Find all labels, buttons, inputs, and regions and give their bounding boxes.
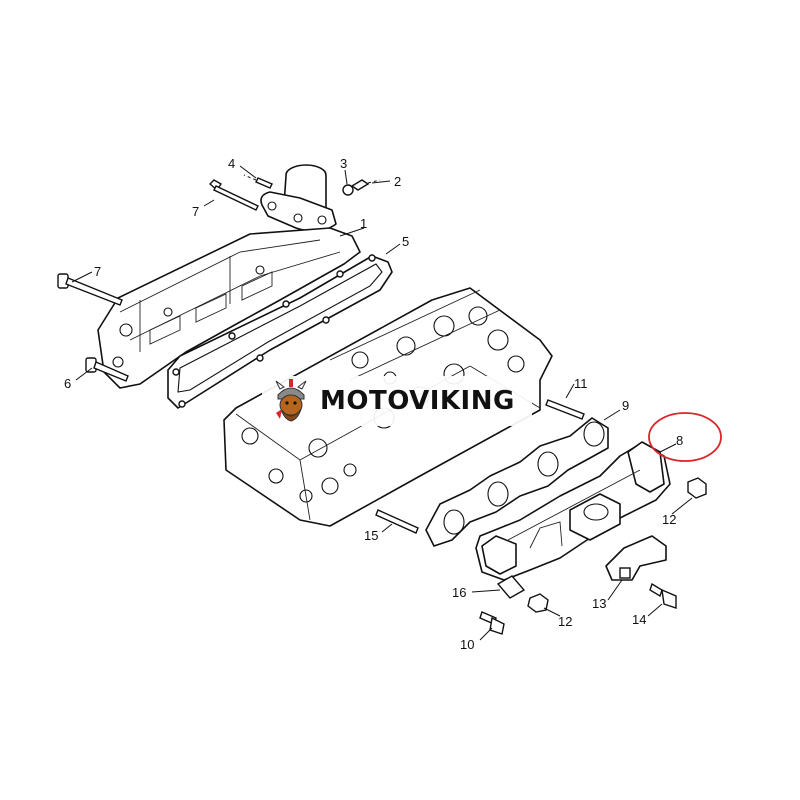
exhaust-manifold-8 xyxy=(475,441,671,581)
stud-11 xyxy=(545,399,585,420)
callout-8: 8 xyxy=(676,433,683,448)
nut-12-lower xyxy=(527,593,549,613)
stud-15 xyxy=(375,509,419,534)
spacer-16 xyxy=(496,575,526,599)
brand-watermark: MOTOVIKING xyxy=(262,376,532,426)
callout-13: 13 xyxy=(592,596,606,611)
gasket-5 xyxy=(167,254,393,409)
heat-shield-13 xyxy=(605,535,667,581)
bolt-10 xyxy=(479,611,505,635)
callout-15: 15 xyxy=(364,528,378,543)
exhaust-gasket-9 xyxy=(425,417,609,547)
viking-head-icon xyxy=(275,379,307,422)
callout-16: 16 xyxy=(452,585,466,600)
callout-10: 10 xyxy=(460,637,474,652)
highlight-circle xyxy=(648,412,722,462)
callout-11: 11 xyxy=(574,376,588,391)
callout-5: 5 xyxy=(402,234,409,249)
callout-1: 1 xyxy=(360,216,367,231)
small-fittings xyxy=(243,174,381,196)
callout-3: 3 xyxy=(340,156,347,171)
callout-14: 14 xyxy=(632,612,646,627)
bolt-14 xyxy=(649,582,677,609)
leader-lines xyxy=(71,165,693,641)
valve-cover xyxy=(97,227,361,389)
bolt-7-top xyxy=(208,179,259,211)
callout-12-right: 12 xyxy=(662,512,676,527)
bolt-6 xyxy=(85,357,129,382)
callout-2: 2 xyxy=(394,174,401,189)
callout-9: 9 xyxy=(622,398,629,413)
callout-7-left: 7 xyxy=(94,264,101,279)
bolt-7-left xyxy=(57,273,123,306)
nut-12-right xyxy=(687,477,707,499)
callout-7-top: 7 xyxy=(192,204,199,219)
brand-name: MOTOVIKING xyxy=(320,386,515,416)
thermostat-housing xyxy=(260,164,337,232)
callout-4: 4 xyxy=(228,156,235,171)
callout-labels: 1 2 3 4 5 6 7 7 8 9 10 11 12 12 13 14 15… xyxy=(64,156,683,652)
callout-6: 6 xyxy=(64,376,71,391)
callout-12-lower: 12 xyxy=(558,614,572,629)
